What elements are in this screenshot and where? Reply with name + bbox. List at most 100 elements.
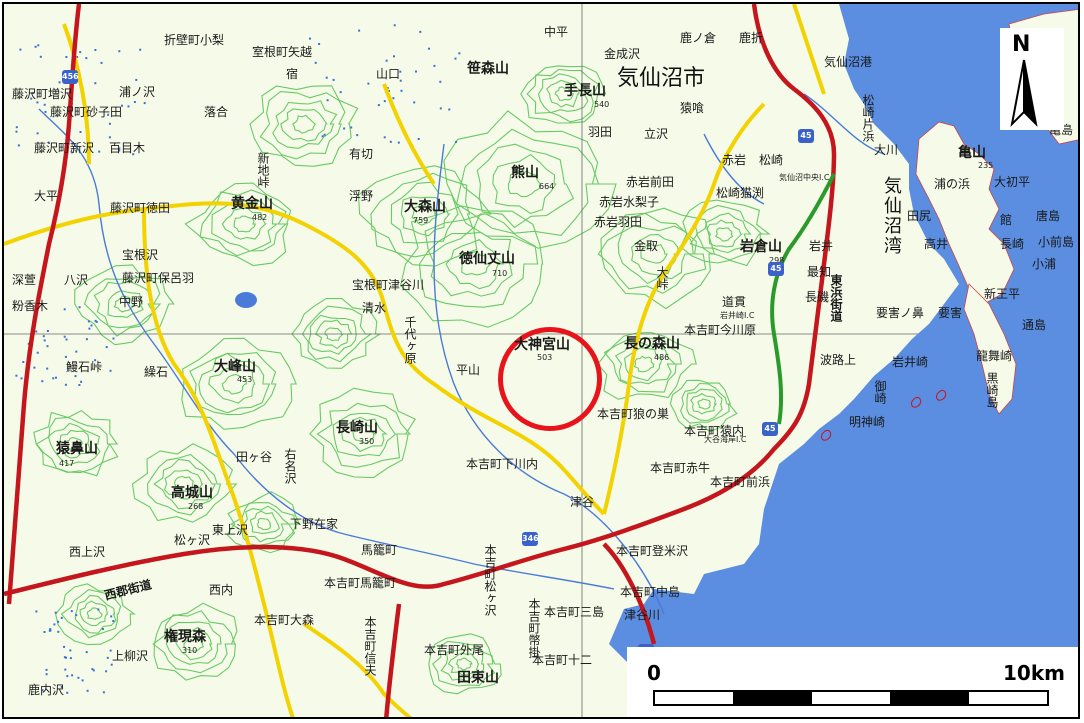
scale-bar-panel: 0 10km [627,647,1078,717]
wetland-dot [64,668,67,671]
mountain-label: 笹森山 [467,61,509,77]
mountain-label: 田束山 [457,670,499,686]
wetland-dot [85,651,88,654]
contour-line [153,458,217,510]
place-label: 藤沢町徳田 [110,201,171,215]
place-label: 本吉町猿内 [684,424,745,438]
mountain-elevation: 453 [237,375,253,384]
place-label: 赤岩羽田 [594,215,643,229]
place-label: 室根町矢越 [252,45,313,59]
place-label: 深萱 [12,273,37,287]
place-label: 松崎片浜 [861,94,875,142]
wetland-dot [43,103,46,106]
wetland-dot [64,383,67,386]
wetland-dot [39,55,42,58]
wetland-dot [57,630,60,633]
rivers [38,93,885,615]
contour-line [714,227,734,242]
contour-line [35,416,111,474]
wetland-dot [127,105,130,108]
place-label: 本吉町前浜 [710,475,771,489]
wetland-dot [91,668,94,671]
contour-line [690,392,718,415]
contour-line [686,388,723,422]
wetland-dot [339,91,342,94]
contour-line [695,212,752,254]
wetland-dot [415,70,417,73]
place-label: 大平 [34,189,59,203]
wetland-dot [98,150,101,153]
place-label: 小浦 [1032,257,1057,271]
bay-label: 気仙沼湾 [881,176,902,256]
wetland-dot [439,80,442,83]
wetland-dot [428,47,430,50]
target-peak-elevation: 503 [537,353,553,362]
place-label: 唐島 [1036,209,1061,223]
contour-line [226,491,301,554]
contour-line [443,110,617,249]
contour-line [554,86,575,101]
wetland-dot [94,319,97,322]
place-label: 本吉町下川内 [466,457,539,471]
scale-bar [653,690,1049,706]
wetland-dot [105,346,108,349]
mountain-label: 亀山 [958,145,986,161]
place-label: 折壁町小梨 [164,33,225,47]
contour-line [301,305,373,363]
place-label: 藤沢町増沢 [12,87,73,101]
wetland-dot [132,153,135,156]
place-label: 中平 [544,25,569,39]
place-label: 鹿ノ倉 [680,31,717,45]
wetland-dot [90,324,93,327]
wetland-dot [87,320,90,323]
place-label: 有切 [349,147,374,161]
contour-line [153,602,238,681]
lake [235,292,257,308]
wetland-dot [323,133,326,136]
contour-line [352,424,377,444]
place-label: 本吉町大森 [254,613,315,627]
wetland-dot [33,366,36,369]
prefectural-roads [4,4,826,717]
contour-line [456,128,600,236]
place-label: 赤岩前田 [626,175,675,189]
wetland-dot [78,306,81,309]
wetland-dot [139,48,142,51]
mountain-elevation: 310 [182,646,198,655]
contour-line [291,297,382,369]
place-label: 松崎猫渕 [716,186,765,200]
wetland-dot [109,649,112,652]
wetland-dot [458,52,461,55]
place-label: 山口 [376,67,401,81]
place-label: 鹿折 [739,31,764,45]
wetland-dot [52,377,55,380]
wetland-dot [321,135,324,138]
mountain-label: 長崎山 [336,420,378,436]
place-label: 本吉町松ヶ沢 [483,544,497,616]
wetland-dot [399,70,402,73]
place-label: 中野 [119,295,144,309]
place-label: 羽田 [588,125,613,139]
place-label: 平山 [456,363,481,377]
wetland-dot [85,338,88,341]
wetland-dot [100,61,103,64]
place-label: 大峠 [655,266,669,290]
wetland-dot [77,676,80,679]
contour-line [189,352,277,416]
mountain-elevation: 759 [413,216,429,225]
place-label: 東上沢 [212,523,249,537]
contour-line [314,319,353,350]
contour-line [47,422,101,466]
wetland-dot [74,375,77,378]
place-label: 要害ノ鼻 [876,306,925,320]
wetland-dot [44,110,47,113]
place-label: 新地峠 [256,152,270,188]
place-label: 本吉町馬籠町 [324,576,397,590]
contour-line [492,153,557,215]
wetland-dot [81,679,84,682]
wetland-dot [45,673,48,676]
contour-line [183,636,205,652]
contour-line [324,327,345,342]
wetland-dot [53,623,56,626]
